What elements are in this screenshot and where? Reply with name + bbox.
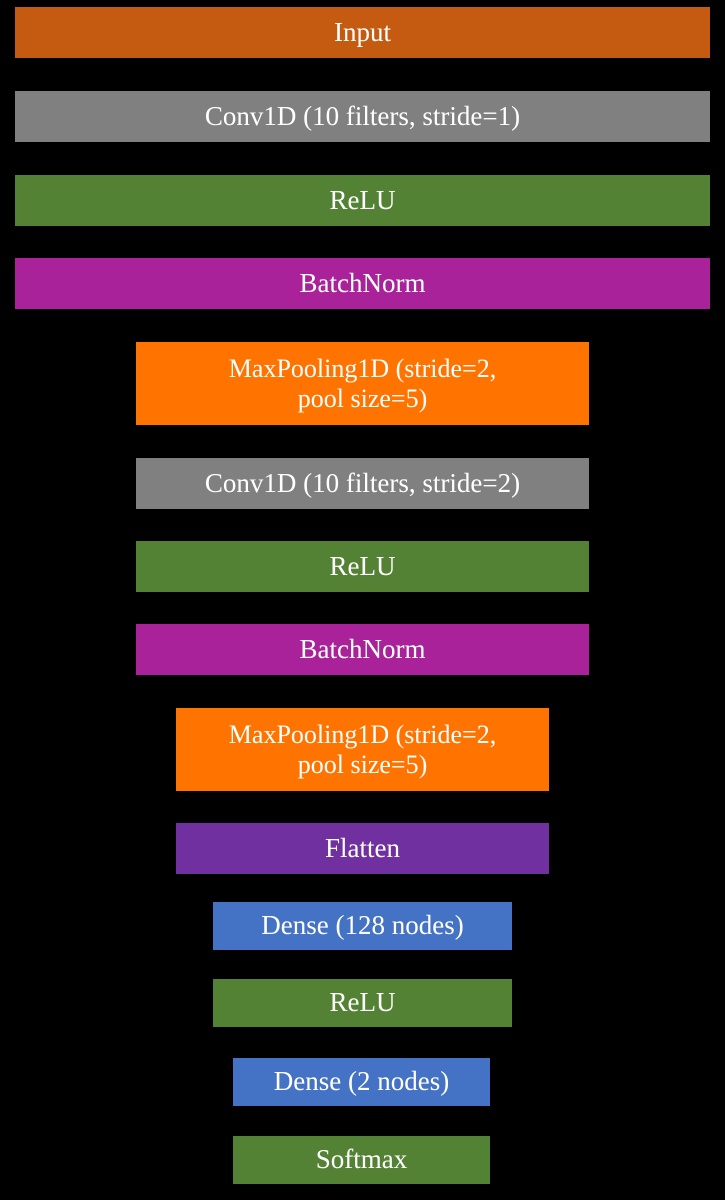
layer-box-input: Input	[15, 7, 710, 58]
layer-box-relu-2: ReLU	[136, 541, 589, 592]
layer-box-maxpooling1d-1: MaxPooling1D (stride=2, pool size=5)	[136, 342, 589, 425]
layer-box-conv1d-1: Conv1D (10 filters, stride=1)	[15, 91, 710, 142]
layer-box-relu-3: ReLU	[213, 979, 512, 1027]
layer-box-maxpooling1d-2: MaxPooling1D (stride=2, pool size=5)	[176, 708, 549, 791]
layer-box-conv1d-2: Conv1D (10 filters, stride=2)	[136, 458, 589, 509]
layer-box-batchnorm-1: BatchNorm	[15, 258, 710, 309]
layer-box-relu-1: ReLU	[15, 175, 710, 226]
layer-box-softmax: Softmax	[233, 1136, 490, 1184]
layer-box-batchnorm-2: BatchNorm	[136, 624, 589, 675]
layer-box-dense-2: Dense (2 nodes)	[233, 1058, 490, 1106]
layer-box-flatten: Flatten	[176, 823, 549, 874]
layer-box-dense-128: Dense (128 nodes)	[213, 902, 512, 950]
